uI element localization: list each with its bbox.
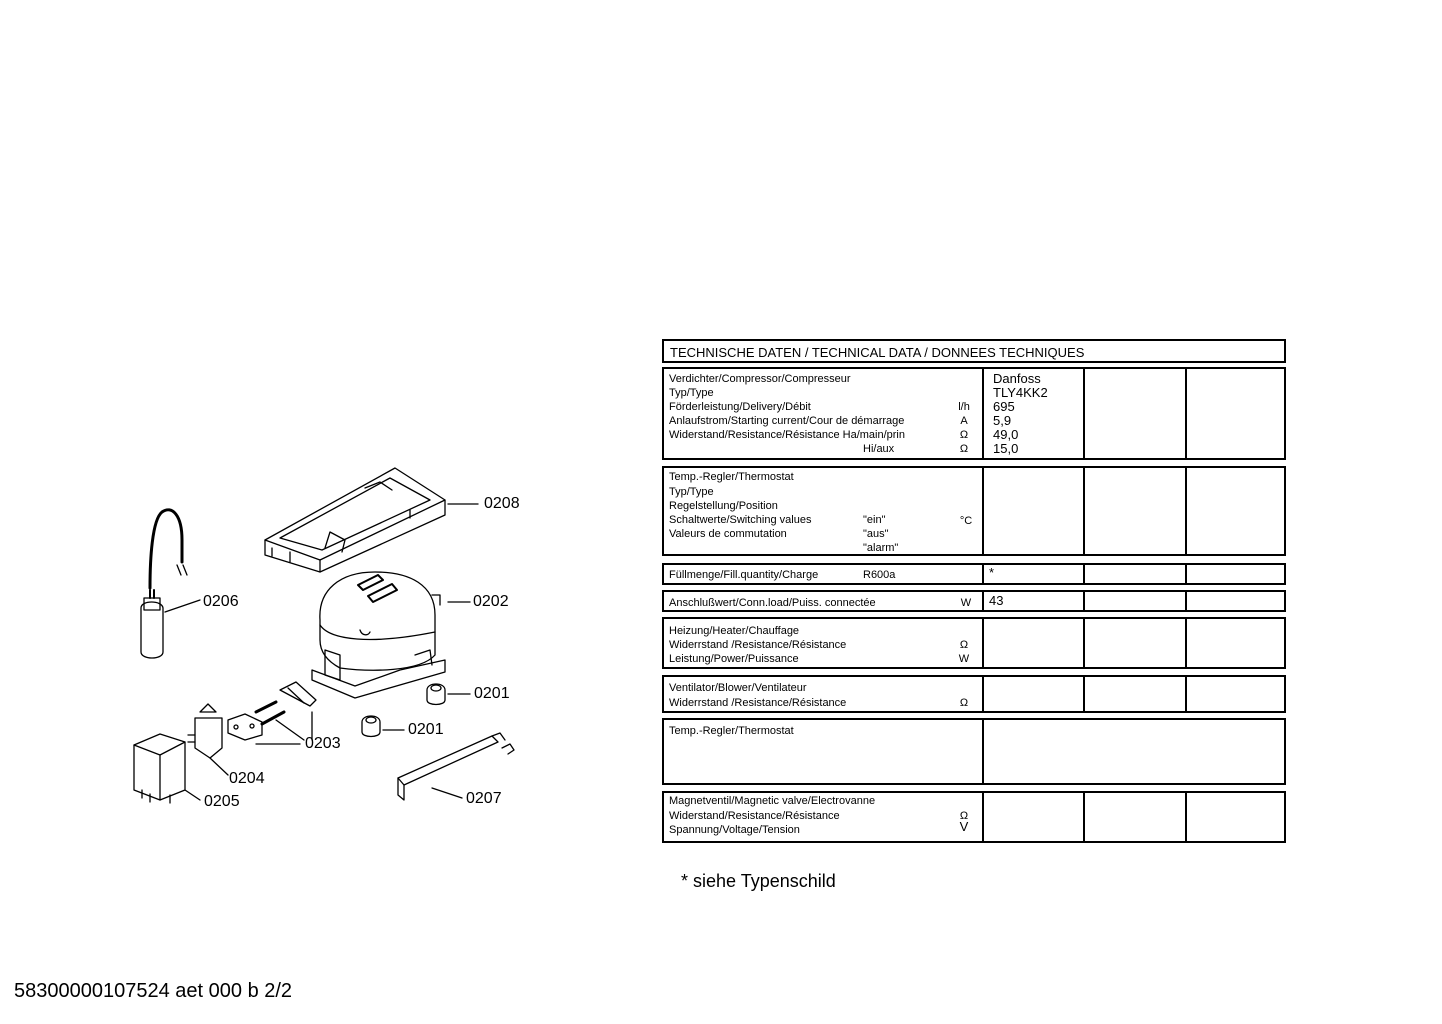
- callout-leader-0204: [209, 757, 229, 776]
- exploded-view-drawing: [133, 467, 515, 804]
- type-label: Typ/Type: [669, 387, 714, 399]
- unit-label: Ω: [959, 429, 969, 441]
- blower-resistance-label: Widerrstand /Resistance/Résistance: [669, 697, 847, 709]
- unit-label: Ω: [959, 443, 969, 455]
- unit-label: Ω: [959, 697, 969, 709]
- mounting-rail-part: [397, 732, 515, 801]
- refrigerant-label: R600a: [863, 569, 896, 581]
- callout-label: 0204: [229, 770, 265, 787]
- commutation-label: Valeurs de commutation: [669, 528, 787, 540]
- thermostat-label: Temp.-Regler/Thermostat: [669, 471, 794, 483]
- tech-table-title: TECHNISCHE DATEN / TECHNICAL DATA / DONN…: [670, 345, 1085, 360]
- terminal-cover-part: [133, 733, 186, 804]
- starting-current-value: 5,9: [993, 413, 1012, 428]
- callout-label: 0205: [204, 793, 240, 810]
- callout-leader-0203: [255, 711, 313, 745]
- blower-label: Ventilator/Blower/Ventilateur: [669, 682, 807, 694]
- thermostat-section: Temp.-Regler/Thermostat Typ/Type Regelst…: [662, 466, 1286, 556]
- tech-table-header: TECHNISCHE DATEN / TECHNICAL DATA / DONN…: [662, 339, 1286, 363]
- callout-label: 0207: [466, 790, 502, 807]
- callout-leader-0207: [431, 787, 463, 799]
- starting-current-label: Anlaufstrom/Starting current/Cour de dém…: [669, 415, 905, 427]
- heater-label: Heizung/Heater/Chauffage: [669, 625, 800, 637]
- callout-leader-0205: [184, 789, 201, 801]
- unit-label: l/h: [958, 401, 970, 413]
- parts-diagram: 0208 0206 0202 0201 0201 0203 0204 0205 …: [0, 0, 640, 1019]
- compressor-label: Verdichter/Compressor/Compresseur: [669, 373, 851, 385]
- cover-tray-part: [264, 467, 446, 573]
- delivery-value: 695: [993, 399, 1015, 414]
- switching-values-label: Schaltwerte/Switching values: [669, 514, 812, 526]
- callout-leader-0206: [164, 599, 201, 613]
- unit-label: W: [960, 597, 972, 609]
- position-label: Regelstellung/Position: [669, 500, 778, 512]
- thermostat-2-section: Temp.-Regler/Thermostat: [662, 718, 1286, 785]
- bracket-screws-part: [227, 681, 317, 741]
- resistance-aux-label: Hi/aux: [863, 443, 895, 455]
- heater-section: Heizung/Heater/Chauffage Widerrstand /Re…: [662, 617, 1286, 669]
- unit-label: W: [958, 653, 970, 665]
- thermostat-type-label: Typ/Type: [669, 486, 714, 498]
- compressor-part: [311, 571, 446, 699]
- connected-load-label: Anschlußwert/Conn.load/Puiss. connectée: [669, 597, 876, 609]
- callout-label: 0208: [484, 495, 520, 512]
- connected-load-value: 43: [989, 593, 1004, 608]
- heater-resistance-label: Widerrstand /Resistance/Résistance: [669, 639, 847, 651]
- grommet-part-1: [426, 683, 446, 706]
- valve-resistance-label: Widerstand/Resistance/Résistance: [669, 810, 840, 822]
- delivery-label: Förderleistung/Delivery/Débit: [669, 401, 811, 413]
- relay-part: [187, 703, 223, 759]
- footnote: * siehe Typenschild: [681, 871, 836, 891]
- type-value: TLY4KK2: [993, 385, 1048, 400]
- switch-state-off: "aus": [863, 528, 889, 540]
- valve-voltage-label: Spannung/Voltage/Tension: [669, 824, 800, 836]
- switch-state-alarm: "alarm": [863, 542, 899, 554]
- callout-label: 0203: [305, 735, 341, 752]
- connected-load-row: Anschlußwert/Conn.load/Puiss. connectée …: [662, 590, 1286, 612]
- heater-power-label: Leistung/Power/Puissance: [669, 653, 799, 665]
- switch-state-on: "ein": [863, 514, 886, 526]
- blower-section: Ventilator/Blower/Ventilateur Widerrstan…: [662, 675, 1286, 713]
- grommet-part-2: [361, 715, 381, 738]
- capacitor-part: [140, 508, 188, 659]
- resistance-aux-value: 15,0: [993, 441, 1019, 456]
- callout-label: 0202: [473, 593, 509, 610]
- fill-quantity-value: *: [989, 565, 995, 580]
- resistance-main-label: Widerstand/Resistance/Résistance Ha/main…: [669, 429, 905, 441]
- compressor-section: Verdichter/Compressor/Compresseur Typ/Ty…: [662, 367, 1286, 460]
- unit-label: V: [959, 819, 969, 834]
- fill-quantity-label: Füllmenge/Fill.quantity/Charge: [669, 569, 819, 581]
- thermostat-2-label: Temp.-Regler/Thermostat: [669, 725, 794, 737]
- unit-label: A: [960, 415, 968, 427]
- callout-label: 0206: [203, 593, 239, 610]
- unit-label: °C: [959, 515, 973, 527]
- callout-label: 0201: [474, 685, 510, 702]
- resistance-main-value: 49,0: [993, 427, 1019, 442]
- valve-label: Magnetventil/Magnetic valve/Electrovanne: [669, 795, 876, 807]
- unit-label: Ω: [959, 810, 969, 822]
- document-number: 58300000107524 aet 000 b 2/2: [14, 980, 293, 1002]
- callout-label: 0201: [408, 721, 444, 738]
- unit-label: Ω: [959, 639, 969, 651]
- valve-section: Magnetventil/Magnetic valve/Electrovanne…: [662, 791, 1286, 843]
- fill-quantity-row: Füllmenge/Fill.quantity/Charge R600a *: [662, 563, 1286, 585]
- compressor-value: Danfoss: [993, 371, 1041, 386]
